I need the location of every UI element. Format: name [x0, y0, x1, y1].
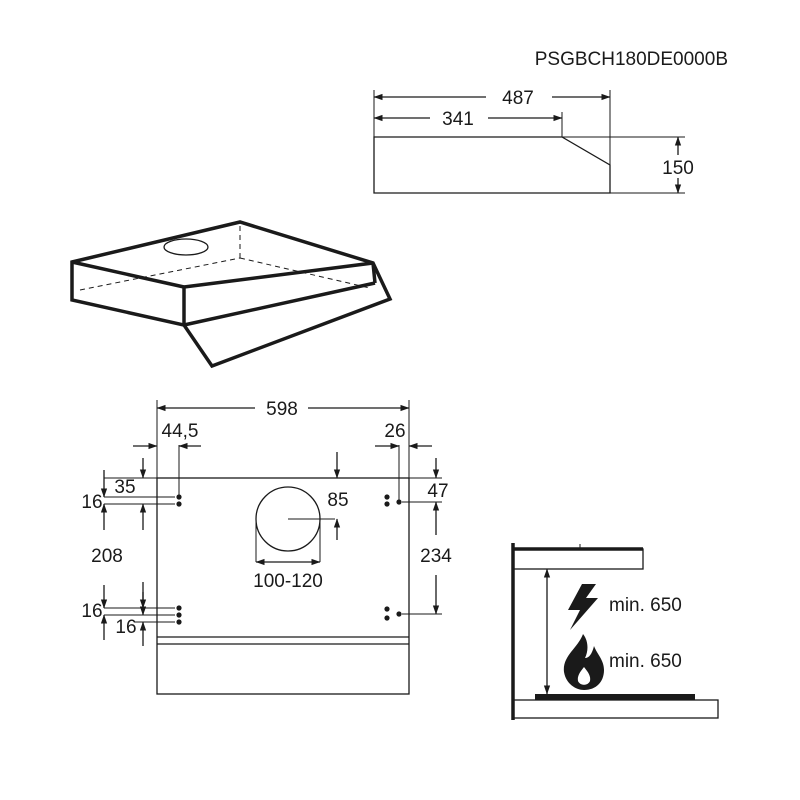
mounting-hole [176, 619, 182, 625]
hole-spacing-bottom-a-label: 16 [81, 601, 102, 622]
flat-depth-label: 341 [442, 109, 474, 130]
outlet-offset-label: 85 [327, 490, 348, 511]
lightning-bolt-icon [568, 584, 598, 630]
top-offset-left-label: 35 [114, 477, 135, 498]
mounting-hole [384, 606, 390, 612]
mounting-hole [384, 494, 390, 500]
hole-spacing-top-label: 16 [81, 492, 102, 513]
hood-iso-outline [70, 220, 393, 369]
flame-icon [563, 634, 604, 690]
hood-side-block [512, 548, 644, 570]
mounting-hole [176, 605, 182, 611]
mounting-hole [384, 501, 390, 507]
mounting-bottom-view: 598 44,5 26 35 16 208 16 [81, 399, 452, 695]
electric-clearance-label: min. 650 [609, 595, 682, 616]
top-offset-right-label: 47 [427, 481, 448, 502]
mounting-hole [396, 611, 402, 617]
mounting-hole [384, 615, 390, 621]
side-profile-view: 487 341 150 [373, 88, 694, 194]
clearance-diagram: min. 650 min. 650 [511, 543, 719, 720]
outlet-opening-iso [163, 238, 209, 256]
hood-side-outline [373, 136, 611, 194]
right-hole-offset-label: 26 [384, 421, 405, 442]
mounting-holes [176, 494, 402, 625]
gas-clearance-label: min. 650 [609, 651, 682, 672]
isometric-hood-view [70, 220, 393, 369]
left-vertical-spacing-label: 208 [91, 546, 123, 567]
hood-bottom-outline [156, 477, 410, 695]
overall-depth-label: 487 [502, 88, 534, 109]
mounting-hole [176, 501, 182, 507]
outlet-diameter-label: 100-120 [253, 571, 323, 592]
cooktop-burner [535, 694, 695, 700]
cooktop-block [512, 699, 719, 719]
mounting-hole [176, 612, 182, 618]
hole-spacing-bottom-b-label: 16 [115, 617, 136, 638]
model-number: PSGBCH180DE0000B [535, 49, 728, 70]
left-hole-offset-label: 44,5 [162, 421, 199, 442]
right-vertical-spacing-label: 234 [420, 546, 452, 567]
height-label: 150 [662, 158, 694, 179]
width-label: 598 [266, 399, 298, 420]
